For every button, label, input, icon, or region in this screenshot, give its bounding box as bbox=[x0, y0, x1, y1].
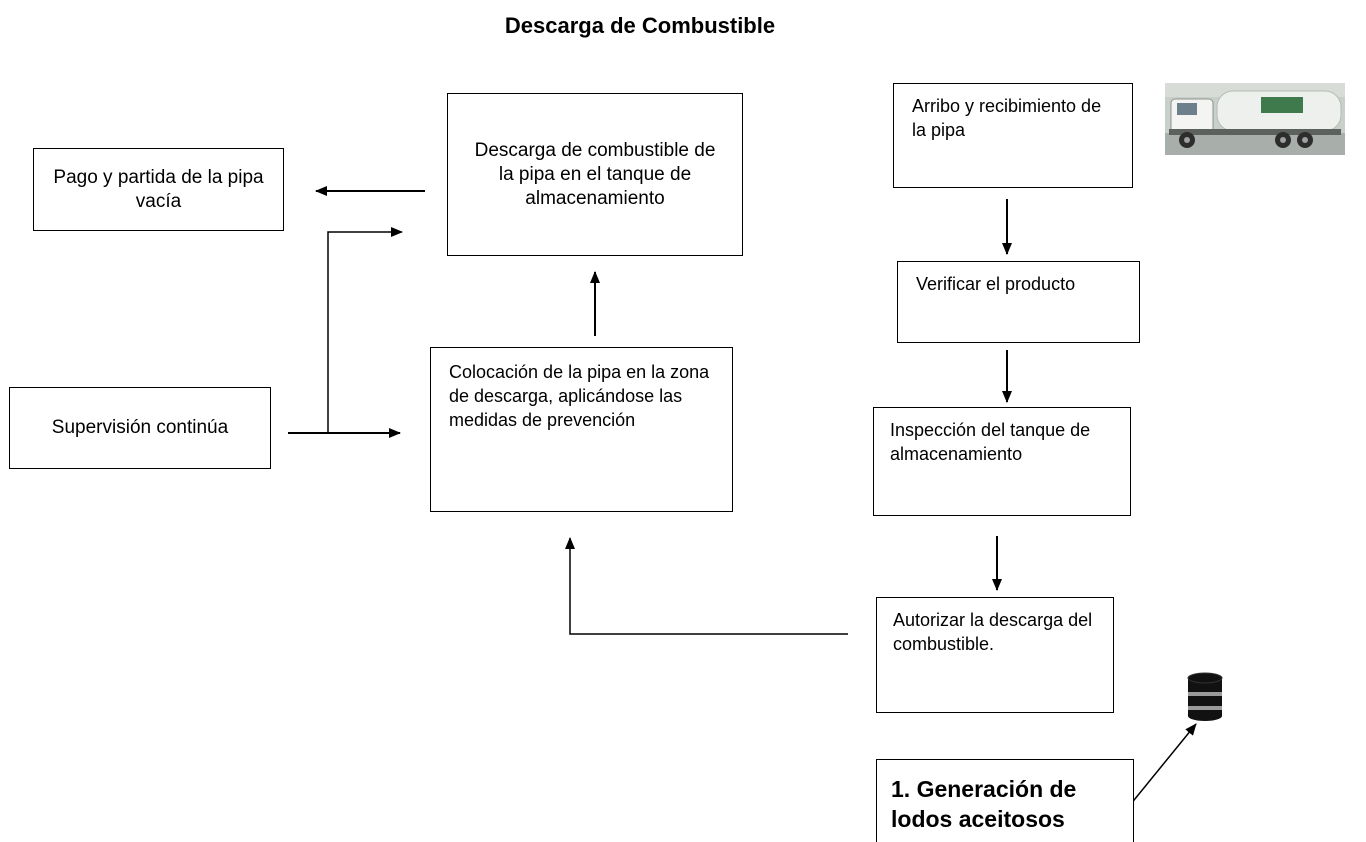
arrow-generacion-to-barrel bbox=[1129, 723, 1197, 806]
node-generacion: 1. Generación de lodos aceitosos bbox=[876, 759, 1134, 842]
node-pago-partida: Pago y partida de la pipa vacía bbox=[33, 148, 284, 231]
node-autorizar: Autorizar la descarga del combustible. bbox=[876, 597, 1114, 713]
node-supervision: Supervisión continúa bbox=[9, 387, 271, 469]
tanker-truck-image bbox=[1165, 83, 1345, 155]
node-descarga-tanque: Descarga de combustible de la pipa en el… bbox=[447, 93, 743, 256]
node-verificar: Verificar el producto bbox=[897, 261, 1140, 343]
arrow-supervision-to-descarga bbox=[327, 227, 403, 433]
node-colocacion: Colocación de la pipa en la zona de desc… bbox=[430, 347, 733, 512]
node-arribo: Arribo y recibimiento de la pipa bbox=[893, 83, 1133, 188]
arrow-autorizar-to-colocacion bbox=[565, 537, 848, 635]
node-inspeccion: Inspección del tanque de almacenamiento bbox=[873, 407, 1131, 516]
waste-barrel-icon bbox=[1187, 672, 1223, 721]
diagram-title: Descarga de Combustible bbox=[504, 13, 776, 38]
